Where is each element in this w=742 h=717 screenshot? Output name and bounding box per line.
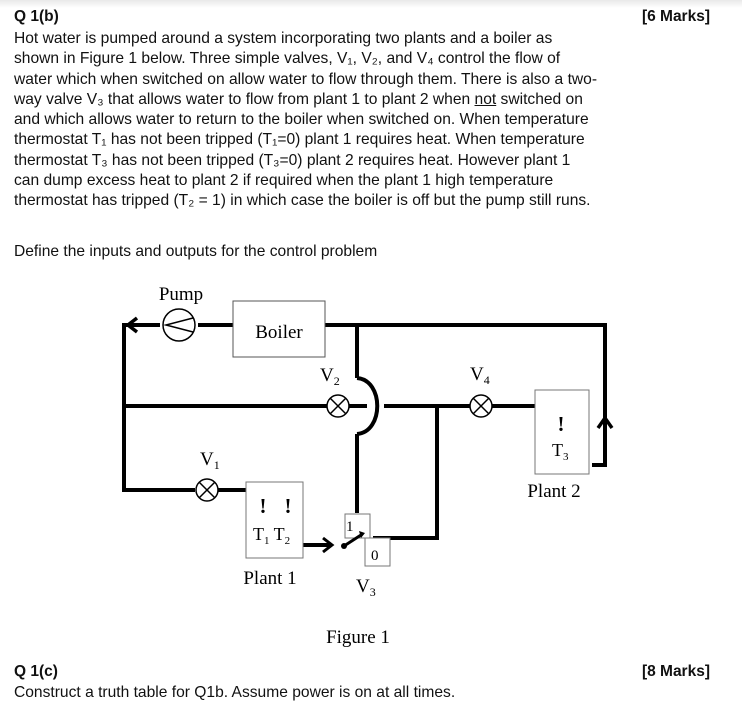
thermostat-t1-t2-label: T1 T2	[253, 524, 290, 547]
plant-1-box	[245, 481, 304, 559]
paragraph-line: way valve V₃ that allows water to flow f…	[14, 90, 730, 110]
paragraph-line: thermostat has tripped (T₂ = 1) in which…	[14, 192, 591, 210]
alert-t1: !	[260, 494, 267, 518]
paragraph-line: Hot water is pumped around a system inco…	[14, 30, 553, 47]
question-1b-marks: [6 Marks]	[641, 8, 710, 25]
valve-v4-label: V4	[470, 364, 490, 387]
pump-label: Pump	[159, 284, 203, 305]
valve-v2-icon	[326, 394, 350, 418]
line-text: switched on	[496, 90, 583, 108]
flow-arrow-up	[596, 414, 614, 430]
paragraph-line: shown in Figure 1 below. Three simple va…	[14, 50, 561, 68]
paragraph-line: can dump excess heat to plant 2 if requi…	[14, 172, 554, 190]
question-1c-header: Q 1(c) [8 Marks]	[14, 663, 726, 681]
plant-1-label: Plant 1	[243, 568, 296, 589]
underlined-not: not	[474, 90, 497, 108]
valve-v3-switch	[341, 513, 391, 567]
boiler-box	[232, 300, 326, 358]
paragraph-line: and which allows water to return to the …	[14, 111, 589, 129]
valve-v3-off-label: 0	[371, 548, 379, 564]
paragraph-line: thermostat T₁ has not been tripped (T₁=0…	[14, 131, 585, 149]
pump-icon	[162, 308, 196, 342]
question-1b-paragraph: Hot water is pumped around a system inco…	[14, 29, 730, 212]
valve-v3-label: V3	[356, 576, 376, 599]
question-1b-header: Q 1(b) [6 Marks]	[14, 8, 726, 30]
flow-arrow-left	[125, 316, 139, 334]
question-prompt: Define the inputs and outputs for the co…	[14, 243, 378, 260]
valve-v1-icon	[195, 478, 219, 502]
valve-v3-on-label: 1	[346, 519, 354, 535]
line-text: way valve V₃ that allows water to flow f…	[14, 90, 475, 108]
alert-t3: !	[558, 412, 565, 436]
paragraph-line: thermostat T₃ has not been tripped (T₃=0…	[14, 151, 571, 169]
pipework	[122, 323, 607, 547]
valve-v2-label: V2	[320, 365, 340, 388]
valve-v1-label: V1	[200, 449, 220, 472]
question-1c-marks: [8 Marks]	[641, 663, 710, 680]
alert-t2: !	[285, 494, 292, 518]
question-1b-label: Q 1(b)	[14, 8, 59, 25]
question-1c-text: Construct a truth table for Q1b. Assume …	[14, 684, 456, 701]
boiler-label: Boiler	[255, 322, 303, 343]
question-1c-label: Q 1(c)	[14, 663, 58, 680]
valve-v4-icon	[469, 394, 493, 418]
plant-2-label: Plant 2	[527, 481, 580, 502]
figure-1-diagram: Pump Boiler V1 V2 V4 ! ! T1 T2 Plant 1 1…	[122, 284, 614, 648]
plant-2-box	[534, 389, 590, 475]
figure-caption: Figure 1	[326, 627, 390, 648]
paragraph-line: water which when switched on allow water…	[14, 70, 598, 88]
flow-arrow-right	[322, 536, 335, 554]
top-shadow-band	[0, 0, 742, 8]
